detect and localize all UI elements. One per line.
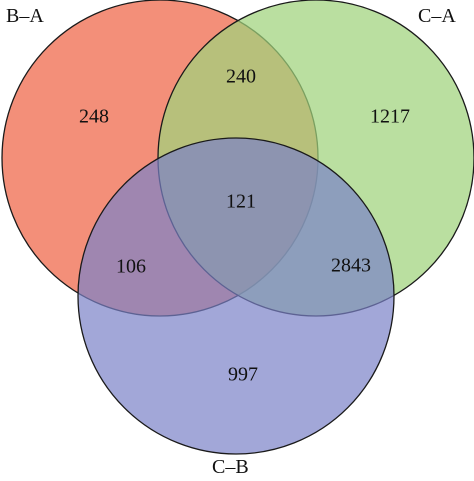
region-count-c-minus-a-only: 1217 bbox=[370, 106, 410, 128]
set-label-c-minus-b: C–B bbox=[212, 456, 249, 478]
set-circle-c-minus-b bbox=[77, 137, 395, 455]
region-count-ba-cb-overlap: 106 bbox=[116, 256, 146, 278]
region-count-ba-ca-overlap: 240 bbox=[226, 66, 256, 88]
region-count-all-three: 121 bbox=[226, 191, 256, 213]
region-count-c-minus-b-only: 997 bbox=[228, 364, 258, 386]
region-count-b-minus-a-only: 248 bbox=[79, 106, 109, 128]
set-label-b-minus-a: B–A bbox=[6, 5, 44, 27]
region-count-ca-cb-overlap: 2843 bbox=[331, 255, 371, 277]
set-label-c-minus-a: C–A bbox=[418, 5, 456, 27]
